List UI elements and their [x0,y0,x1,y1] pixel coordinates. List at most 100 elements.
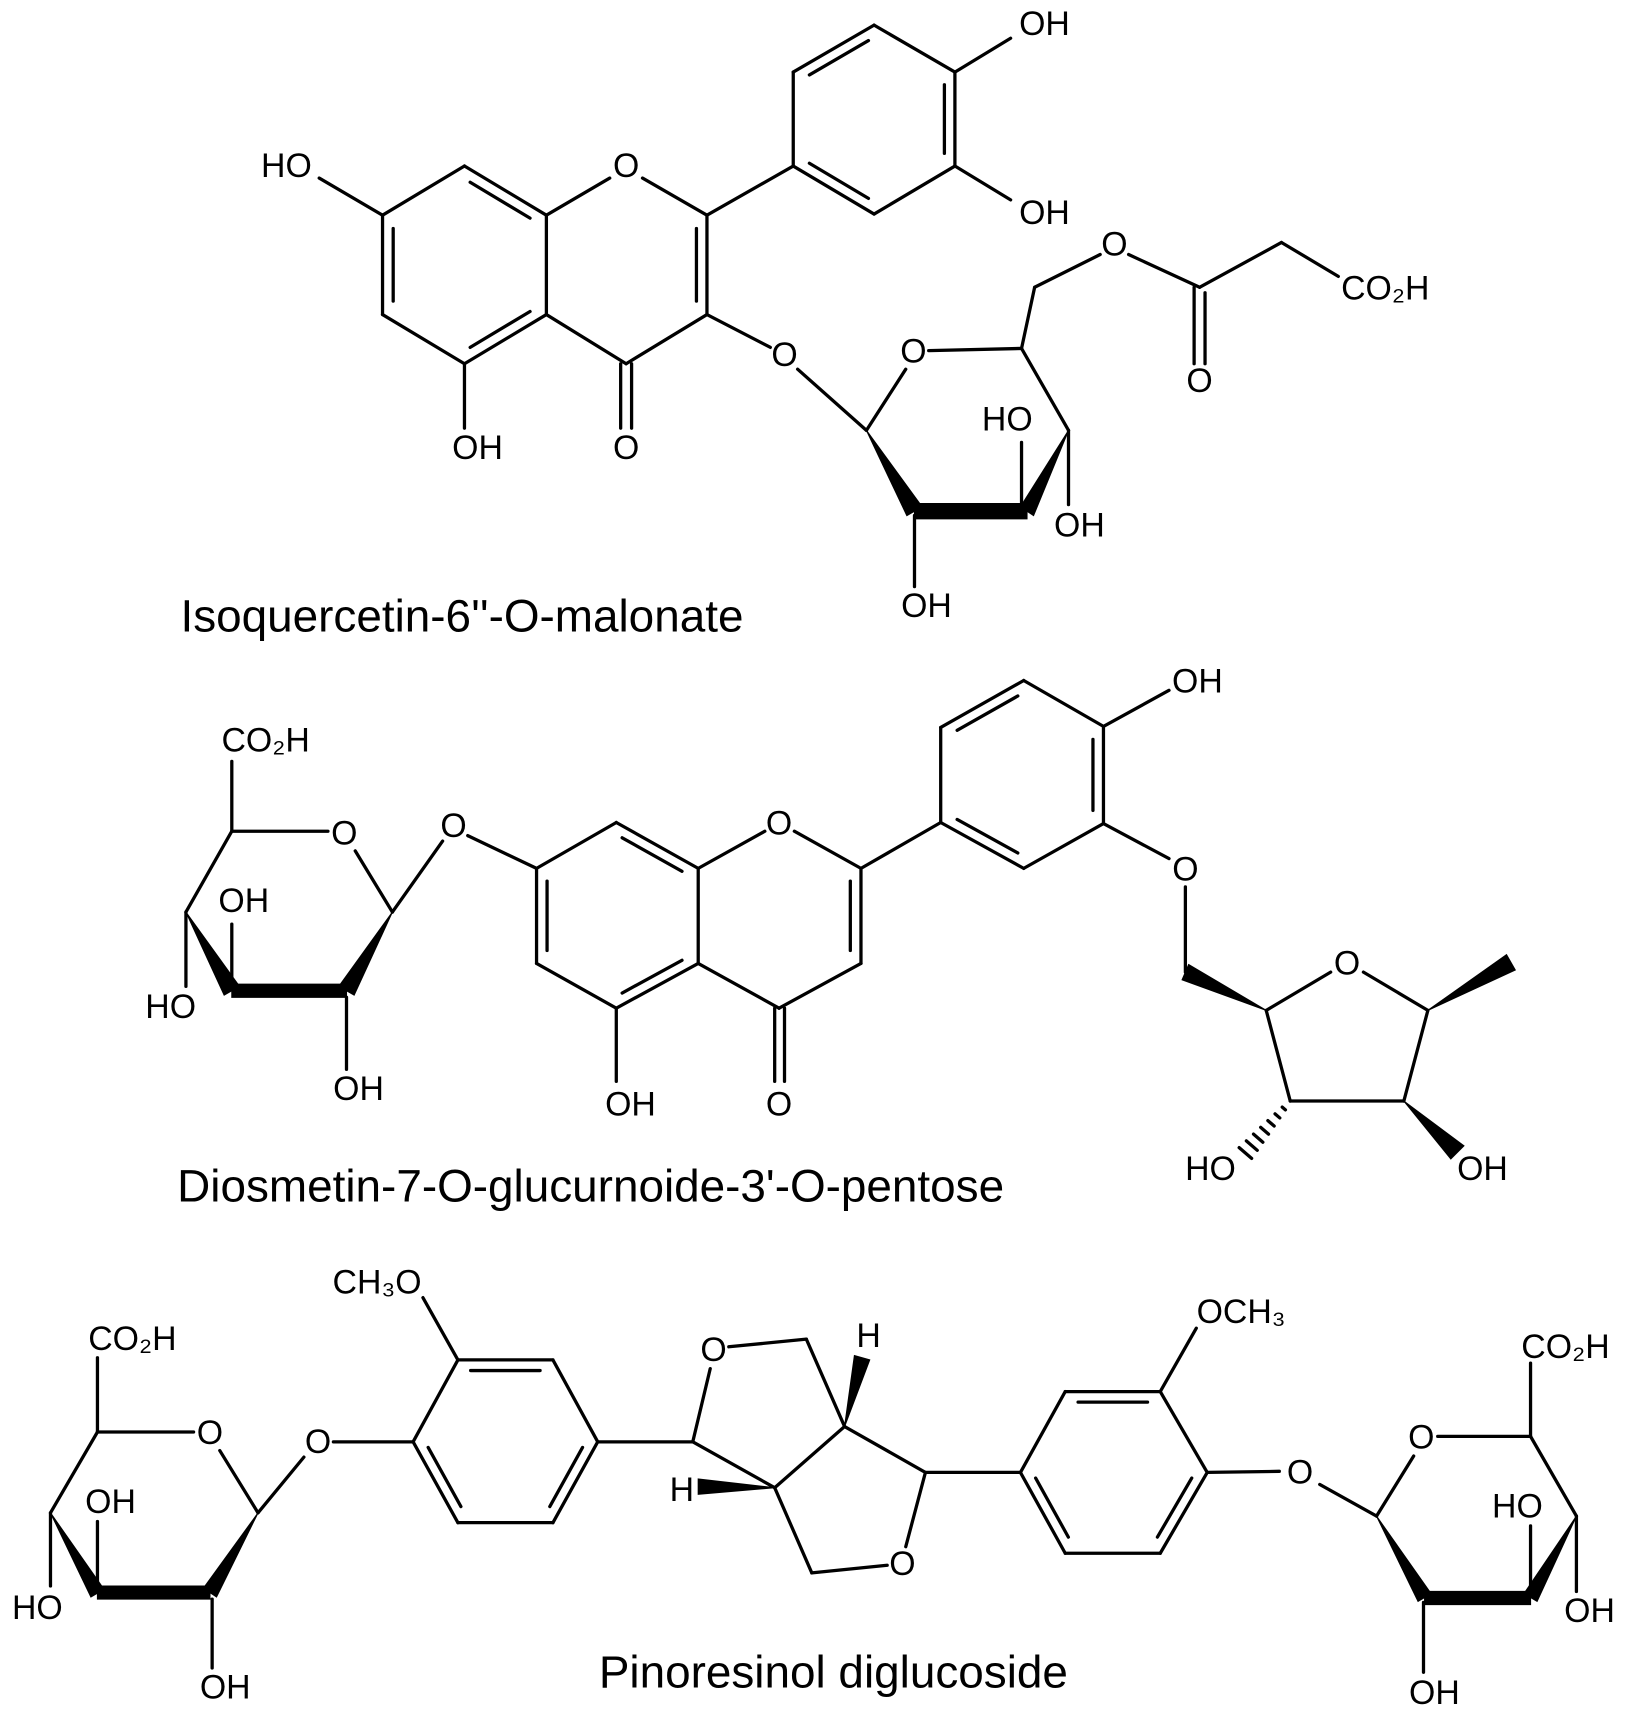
atom-label: O [197,1414,223,1452]
bond-line [48,1430,100,1515]
bond-line [1361,970,1430,1013]
atom-label: O [1334,944,1360,982]
bond-line [939,820,1026,871]
bond-line [705,164,795,217]
bond-line [1374,1454,1416,1518]
wedge-bond [1403,1100,1465,1160]
atom-label: OH [1019,5,1070,43]
bond-line [842,1424,928,1475]
hash-line [1251,1132,1265,1144]
wedge-bond [1427,953,1517,1011]
atom-label: OH [1457,1150,1508,1188]
atom-label: OH [1409,1674,1460,1712]
bond-line [1018,1389,1067,1475]
double-bond-inner-line [1155,1476,1194,1539]
double-bond-inner-line [548,1445,585,1509]
atom-label: OH [85,1483,136,1521]
bold-bond [231,983,348,998]
bond-line [551,1358,600,1444]
atom-label: O [700,1331,726,1369]
bond-line [691,1440,777,1490]
bond-line [380,312,467,366]
double-bond-inner-line [468,180,532,220]
bond-line [1101,821,1171,861]
bond-line [466,833,539,871]
bond-line [904,1470,928,1549]
hash-line [1244,1139,1259,1152]
bond-line [353,849,395,914]
hash-line [1280,1105,1288,1112]
bond-line [705,312,772,349]
bond-line [1158,1470,1209,1555]
double-bond-inner-line [620,958,684,995]
bond-line [804,1337,847,1429]
bond-line [777,961,863,1010]
bond-line [864,367,908,433]
wedge-bond [1523,1515,1577,1603]
atom-label: O [305,1423,331,1461]
atom-label: O [771,336,797,374]
atom-label: OH [901,587,952,625]
bond-line [1528,1434,1579,1518]
atom-label: O [1186,362,1212,400]
bond-line [1318,1482,1379,1518]
wedge-bond [697,1478,775,1495]
bond-line [218,1448,260,1515]
bond-line [614,820,700,871]
atom-label: CO₂H [221,722,309,760]
bond-line [256,1455,306,1515]
hash-line [1266,1118,1276,1128]
bond-line [640,176,709,217]
bond-line [792,829,863,871]
atom-label: O [613,147,639,185]
atom-label: OH [1172,663,1223,701]
bond-line [1205,1469,1281,1475]
bond-line [317,176,385,217]
wedge-bond [1376,1515,1432,1603]
atom-label: OH [605,1085,656,1123]
double-bond-inner-line [426,1445,463,1509]
hashed-wedge-bond [1237,1105,1288,1161]
atom-label: OCH₃ [1197,1293,1286,1331]
atom-label: HO [1492,1487,1543,1525]
bond-line [1022,678,1106,729]
bond-line [872,23,957,74]
bond-line [411,1440,460,1525]
bond-line [953,164,1013,202]
wedge-bond [185,911,241,996]
bond-line [1018,1470,1067,1555]
bond-line [1022,821,1106,871]
atom-label: OH [1019,194,1070,232]
bond-line [421,1296,460,1362]
atom-label: OH [333,1070,384,1108]
bond-line [691,1367,712,1444]
bond-line [1279,240,1340,278]
double-bond-inner-line [807,161,871,201]
bold-bond [96,1585,211,1600]
wedge-bond [844,1354,871,1427]
atom-label: OH [218,882,269,920]
hash-line [1273,1112,1282,1120]
atom-label: O [1408,1418,1434,1456]
wedge-bond [49,1512,105,1598]
compound-name: Pinoresinol diglucoside [599,1646,1068,1698]
double-bond-inner-line [620,836,684,873]
atom-label: O [889,1545,915,1583]
bond-line [810,1563,889,1575]
atom-label: HO [982,400,1033,438]
atom-label: O [1101,226,1127,264]
compound-name: Diosmetin-7-O-glucurnoide-3'-O-pentose [177,1160,1004,1212]
atom-label: OH [200,1669,251,1707]
bond-line [773,1424,847,1490]
wedge-bond [202,1512,259,1598]
hash-line [1259,1125,1271,1136]
bond-line [614,961,700,1010]
wedge-bond [338,911,393,996]
bond-line [696,829,767,871]
bold-bond [913,503,1028,520]
bond-line [1019,346,1071,433]
bond-line [696,961,781,1010]
atom-label: OH [1054,506,1105,544]
